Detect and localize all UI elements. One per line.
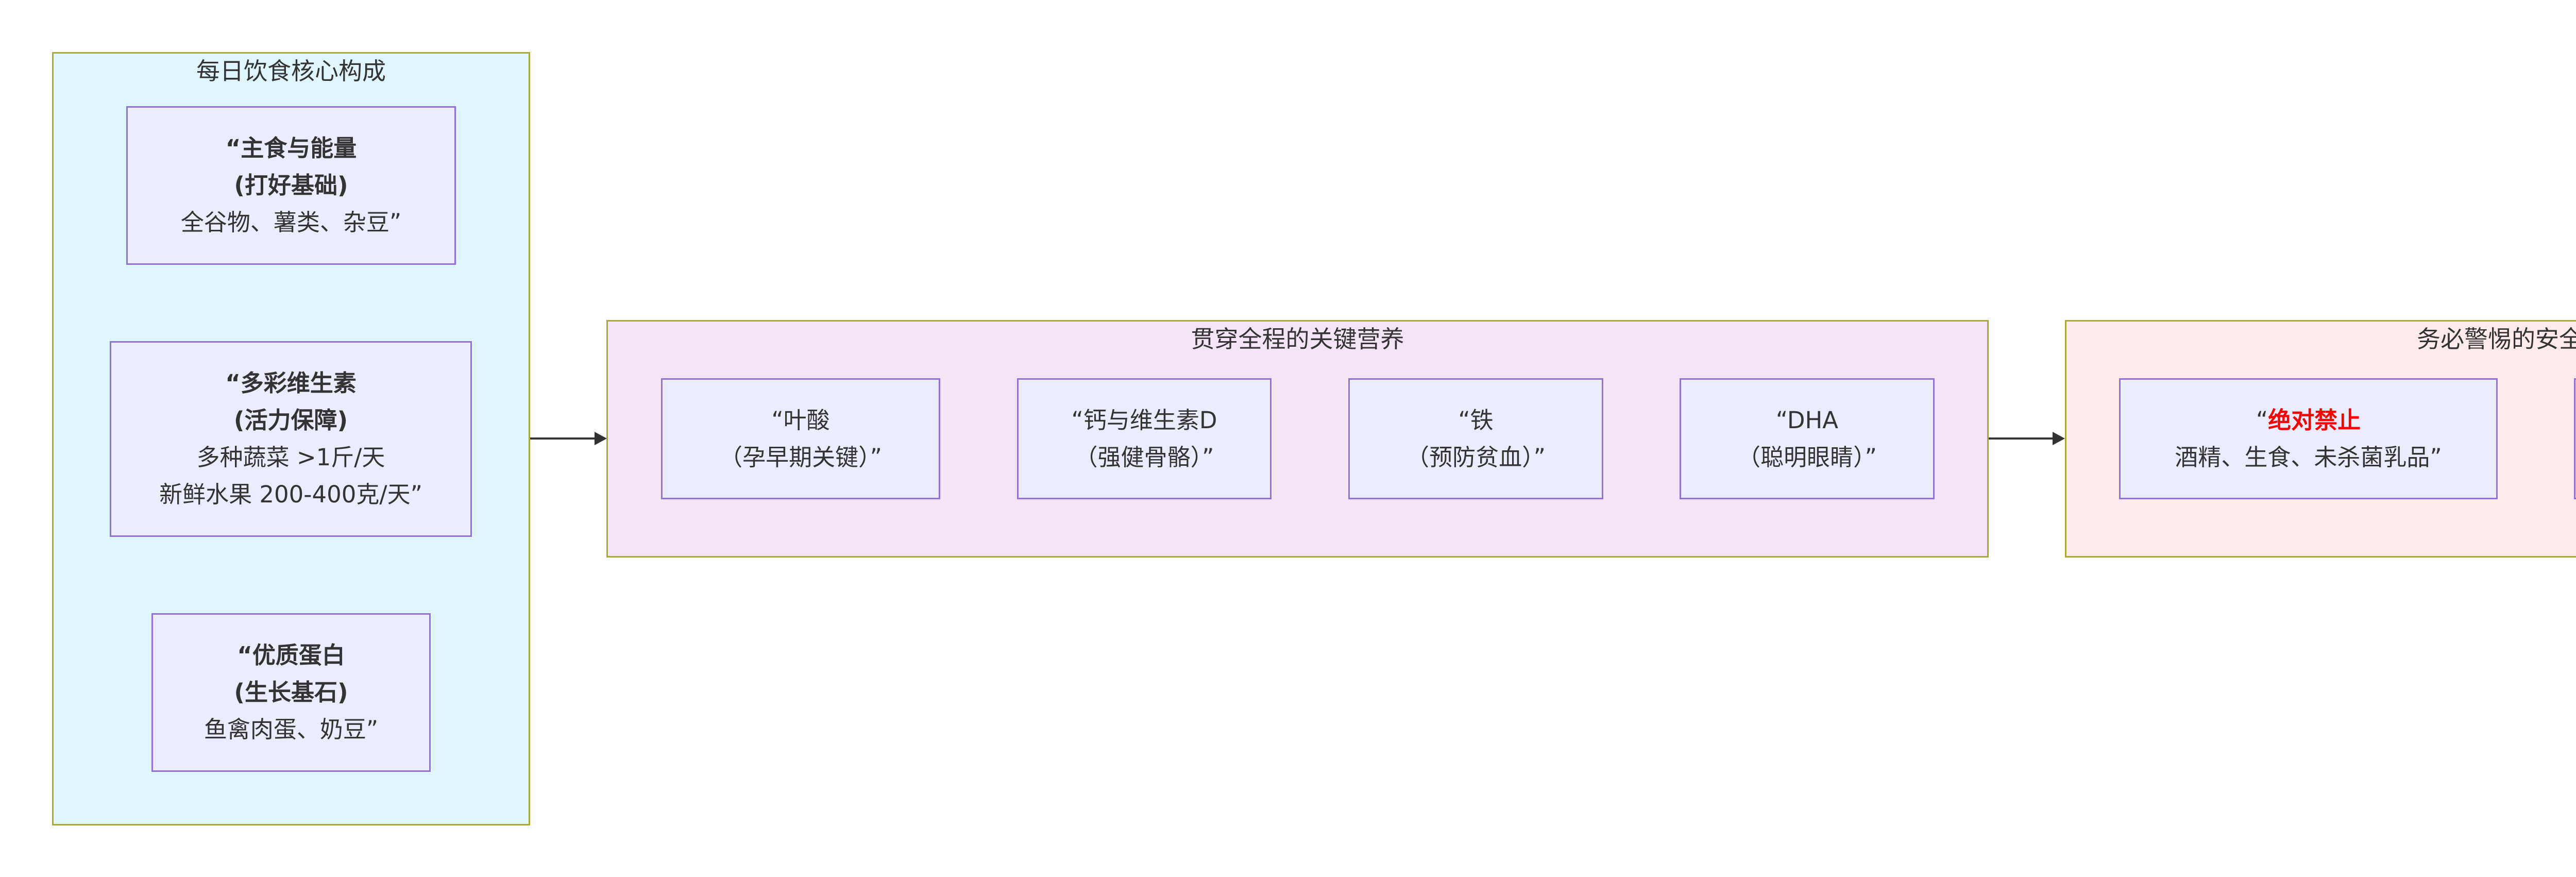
arrowhead-icon <box>595 432 607 445</box>
edge-nutrients-to-safety <box>1989 437 2054 440</box>
node-absolutely-forbidden-title: “绝对禁止 <box>2256 406 2361 434</box>
node-calcium-vitd-title: “钙与维生素D <box>1071 406 1217 434</box>
node-folic-acid-note: （孕早期关键）” <box>719 443 882 471</box>
node-vitamins-subtitle: (活力保障) <box>233 407 348 434</box>
node-dha-title: “DHA <box>1775 406 1839 434</box>
node-protein-detail: 鱼禽肉蛋、奶豆” <box>204 716 379 743</box>
node-vitamins-title: “多彩维生素 <box>225 369 357 397</box>
group-key-nutrients-title: 贯穿全程的关键营养 <box>1191 325 1404 353</box>
node-strictly-limited[interactable]: “严格限制 咖啡因、高汞鱼、内脏” <box>2574 378 2576 499</box>
node-iron-title: “铁 <box>1458 406 1494 434</box>
node-folic-acid-title: “叶酸 <box>771 406 830 434</box>
node-folic-acid[interactable]: “叶酸 （孕早期关键）” <box>661 378 940 499</box>
node-absolutely-forbidden-detail: 酒精、生食、未杀菌乳品” <box>2175 443 2442 471</box>
node-staple-energy[interactable]: “主食与能量 (打好基础) 全谷物、薯类、杂豆” <box>126 106 456 265</box>
node-calcium-vitd-note: （强健骨骼）” <box>1074 443 1214 471</box>
node-absolutely-forbidden[interactable]: “绝对禁止 酒精、生食、未杀菌乳品” <box>2119 378 2498 499</box>
edge-daily-to-nutrients <box>530 437 595 440</box>
group-safety-redlights-title: 务必警惕的安全红灯 <box>2417 325 2576 353</box>
node-protein-subtitle: (生长基石) <box>234 679 348 706</box>
node-vitamins-detail-vegetables: 多种蔬菜 >1斤/天 <box>196 444 385 471</box>
node-protein-title: “优质蛋白 <box>237 642 345 669</box>
node-dha[interactable]: “DHA （聪明眼睛）” <box>1680 378 1935 499</box>
warning-label-forbidden: 绝对禁止 <box>2268 406 2361 434</box>
node-iron[interactable]: “铁 （预防贫血）” <box>1348 378 1603 499</box>
node-vitamins[interactable]: “多彩维生素 (活力保障) 多种蔬菜 >1斤/天 新鲜水果 200-400克/天… <box>110 341 472 537</box>
arrowhead-icon <box>2053 432 2065 445</box>
node-calcium-vitd[interactable]: “钙与维生素D （强健骨骼）” <box>1017 378 1272 499</box>
node-staple-energy-title: “主食与能量 <box>225 134 357 162</box>
group-daily-diet-title: 每日饮食核心构成 <box>196 57 386 85</box>
node-staple-energy-subtitle: (打好基础) <box>234 172 348 199</box>
node-vitamins-detail-fruit: 新鲜水果 200-400克/天” <box>159 481 422 508</box>
node-protein[interactable]: “优质蛋白 (生长基石) 鱼禽肉蛋、奶豆” <box>151 613 431 772</box>
node-iron-note: （预防贫血）” <box>1406 443 1546 471</box>
node-staple-energy-detail: 全谷物、薯类、杂豆” <box>180 209 402 236</box>
node-dha-note: （聪明眼睛）” <box>1737 443 1877 471</box>
